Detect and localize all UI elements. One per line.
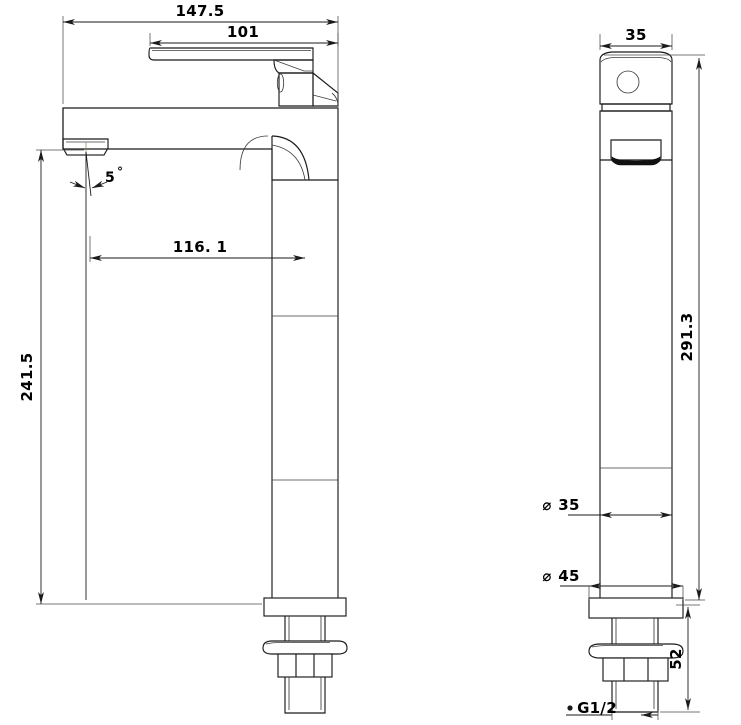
annotation-thread-spec: G1/2 xyxy=(566,699,659,720)
side-spout-outlet xyxy=(610,139,662,166)
dimension-shank-diameter: ⌀ 35 xyxy=(542,496,672,518)
side-column xyxy=(599,160,673,598)
dimension-spout-reach: 116. 1 xyxy=(89,236,305,262)
dimension-label-spout-height: 241.5 xyxy=(18,353,36,402)
dimension-label-thread-spec: G1/2 xyxy=(577,699,617,717)
diameter-symbol-icon: ⌀ xyxy=(542,496,551,514)
degree-symbol-icon: ° xyxy=(117,165,123,179)
dimension-handle-length: 101 xyxy=(149,23,339,46)
side-base-flange xyxy=(588,597,684,619)
side-shank xyxy=(611,618,659,645)
faucet-spout-curve xyxy=(239,135,310,181)
side-elevation-view: 35 291.3 ⌀ 35 ⌀ 45 xyxy=(542,26,705,720)
dimension-spout-height: 241.5 xyxy=(18,149,262,605)
dimension-overall-width: 147.5 xyxy=(62,2,339,104)
mounting-nut xyxy=(277,653,333,678)
side-mounting-washer xyxy=(588,643,684,659)
dimension-base-diameter: ⌀ 45 xyxy=(542,567,684,600)
faucet-lever-handle xyxy=(148,47,339,107)
diameter-symbol-icon-2: ⌀ xyxy=(542,567,551,585)
faucet-base-flange xyxy=(263,597,347,617)
dimension-label-base-diameter: 45 xyxy=(558,567,579,585)
side-mounting-nut xyxy=(602,657,669,682)
dimension-label-spout-reach: 116. 1 xyxy=(173,238,227,256)
faucet-shank xyxy=(284,616,326,643)
faucet-thread-tail xyxy=(284,677,326,714)
dimension-label-handle-length: 101 xyxy=(227,23,259,41)
side-thread-tail xyxy=(611,681,659,713)
dimension-label-overall-width: 147.5 xyxy=(176,2,225,20)
dimension-label-thread-length: 52 xyxy=(667,648,685,669)
side-handle-cap xyxy=(599,51,673,105)
dimension-spout-angle: 5 ° xyxy=(69,142,123,600)
leader-dot-icon xyxy=(567,705,573,711)
dimension-overall-height: 291.3 xyxy=(604,54,705,601)
faucet-column xyxy=(271,180,339,598)
faucet-spout-outlet xyxy=(62,138,109,156)
dimension-label-shank-diameter: 35 xyxy=(558,496,579,514)
front-elevation-view: 147.5 101 5 ° 116. 1 xyxy=(18,2,348,714)
dimension-label-spout-angle: 5 xyxy=(105,170,115,186)
dimension-side-width: 35 xyxy=(599,26,673,50)
dimension-thread-length: 52 xyxy=(660,604,700,713)
dimension-label-side-width: 35 xyxy=(625,26,646,44)
dimension-label-overall-height: 291.3 xyxy=(678,313,696,362)
mounting-washer xyxy=(262,640,348,655)
